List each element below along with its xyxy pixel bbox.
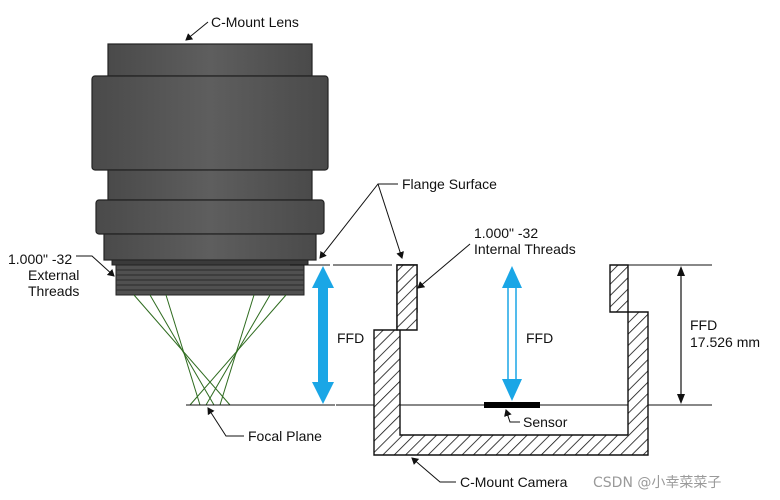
label-ext-threads-3: Threads bbox=[28, 283, 79, 299]
lens-lower-barrel bbox=[103, 233, 317, 261]
watermark: CSDN @小幸菜菜子 bbox=[593, 475, 721, 491]
ffd-arrow-left bbox=[312, 266, 334, 404]
sensor bbox=[484, 402, 540, 408]
label-flange-surface: Flange Surface bbox=[402, 176, 497, 192]
int-threads-leader bbox=[417, 243, 471, 289]
label-ffd-left: FFD bbox=[337, 330, 364, 346]
label-focal-plane: Focal Plane bbox=[248, 428, 322, 444]
flange-leader-right bbox=[377, 183, 404, 259]
camera-leader bbox=[411, 457, 456, 483]
label-ffd-center: FFD bbox=[526, 330, 553, 346]
lens-external-threads bbox=[115, 264, 305, 296]
label-ffd-right-2: 17.526 mm bbox=[690, 334, 760, 350]
lens-mount-ring bbox=[111, 259, 309, 266]
focus-rays bbox=[133, 294, 287, 406]
label-c-mount-lens: C-Mount Lens bbox=[211, 14, 299, 30]
label-ext-threads-2: External bbox=[28, 267, 79, 283]
focal-plane-leader bbox=[207, 407, 244, 437]
sensor-leader bbox=[504, 409, 520, 423]
lens-mid-barrel bbox=[107, 169, 313, 201]
label-ffd-right-1: FFD bbox=[690, 317, 717, 333]
label-int-threads-2: Internal Threads bbox=[474, 241, 576, 257]
flange-leader-left bbox=[319, 183, 398, 259]
lens-leader bbox=[185, 21, 209, 41]
c-mount-lens bbox=[91, 43, 329, 296]
label-c-mount-camera: C-Mount Camera bbox=[460, 474, 568, 490]
leader-lines bbox=[76, 21, 520, 483]
lens-aperture-ring bbox=[95, 199, 325, 235]
label-int-threads-1: 1.000" -32 bbox=[474, 225, 538, 241]
ffd-arrow-center bbox=[502, 266, 522, 401]
ffd-dimension-right bbox=[677, 266, 685, 404]
label-sensor: Sensor bbox=[523, 414, 568, 430]
lens-top-barrel bbox=[107, 43, 313, 77]
label-ext-threads-1: 1.000" -32 bbox=[8, 251, 72, 267]
lens-focus-ring bbox=[91, 75, 329, 171]
ext-threads-leader bbox=[76, 255, 115, 277]
c-mount-camera-body bbox=[373, 264, 649, 456]
